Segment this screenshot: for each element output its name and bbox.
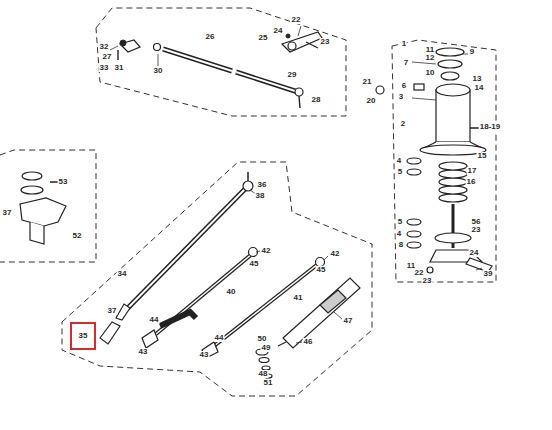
callout-number: 35 (78, 332, 89, 340)
callout-number: 34 (117, 270, 128, 278)
callout-number: 1 (401, 40, 407, 48)
callout-number: 47 (343, 317, 354, 325)
top-rod (118, 32, 322, 108)
callout-number: 11 (425, 46, 435, 54)
tie-rods (118, 188, 318, 346)
callout-number: 4 (396, 230, 402, 238)
callout-number: 48 (258, 370, 269, 378)
callout-number: 30 (153, 67, 164, 75)
callout-number: 44 (149, 316, 160, 324)
callout-number: 29 (287, 71, 298, 79)
callout-number: 28 (311, 96, 322, 104)
group-outline (0, 8, 496, 396)
callout-number: 44 (214, 334, 225, 342)
callout-number: 53 (58, 178, 69, 186)
callout-number: 40 (226, 288, 237, 296)
callout-number: 6 (401, 82, 407, 90)
callout-number: 3 (398, 93, 404, 101)
callout-number: 46 (303, 338, 314, 346)
ball-joints (100, 172, 360, 378)
callout-number: 49 (261, 344, 272, 352)
leader-lines (110, 26, 486, 343)
callout-number: 26 (205, 33, 216, 41)
callout-number: 56 (471, 218, 482, 226)
callout-number: 45 (316, 266, 327, 274)
callout-number: 2 (400, 120, 406, 128)
callout-number: 10 (425, 69, 436, 77)
callout-number: 15 (477, 152, 488, 160)
callout-number: 8 (398, 241, 404, 249)
callout-number: 23 (320, 38, 331, 46)
callout-number: 23 (471, 226, 482, 234)
callout-number: 22 (414, 269, 425, 277)
callout-number: 4 (396, 157, 402, 165)
callout-number: 50 (257, 335, 268, 343)
callout-number: 5 (397, 168, 403, 176)
callout-number: 39 (483, 270, 494, 278)
callout-number: 33 (99, 64, 110, 72)
callout-number: 31 (114, 64, 125, 72)
callout-number: 41 (293, 294, 304, 302)
callout-number: 18-19 (479, 123, 501, 131)
callout-number: 37 (2, 209, 13, 217)
callout-number: 42 (261, 247, 272, 255)
callout-number: 43 (199, 351, 210, 359)
callout-number: 21 (362, 78, 373, 86)
callout-number: 17 (467, 167, 478, 175)
callout-number: 22 (291, 16, 302, 24)
callout-number: 43 (138, 348, 149, 356)
callout-number: 51 (263, 379, 274, 387)
callout-number: 14 (474, 84, 485, 92)
callout-number: 27 (102, 53, 113, 61)
callout-number: 32 (99, 43, 110, 51)
callout-number: 38 (255, 192, 266, 200)
callout-number: 13 (472, 75, 483, 83)
callout-number: 20 (366, 97, 377, 105)
callout-number: 45 (249, 260, 260, 268)
kingpin-assembly (376, 48, 492, 273)
callout-number: 52 (72, 232, 83, 240)
callout-number: 16 (466, 178, 477, 186)
callout-number: 9 (469, 48, 475, 56)
callout-number: 37 (107, 307, 118, 315)
callout-number: 12 (425, 54, 436, 62)
callout-number: 24 (273, 27, 284, 35)
callout-number: 24 (469, 249, 480, 257)
callout-number: 7 (403, 59, 409, 67)
callout-number: 42 (330, 250, 341, 258)
callout-number: 5 (397, 218, 403, 226)
callout-number: 25 (258, 34, 269, 42)
highlight-box: 35 (70, 322, 96, 350)
callout-number: 23 (422, 277, 433, 285)
callout-number: 36 (257, 181, 268, 189)
